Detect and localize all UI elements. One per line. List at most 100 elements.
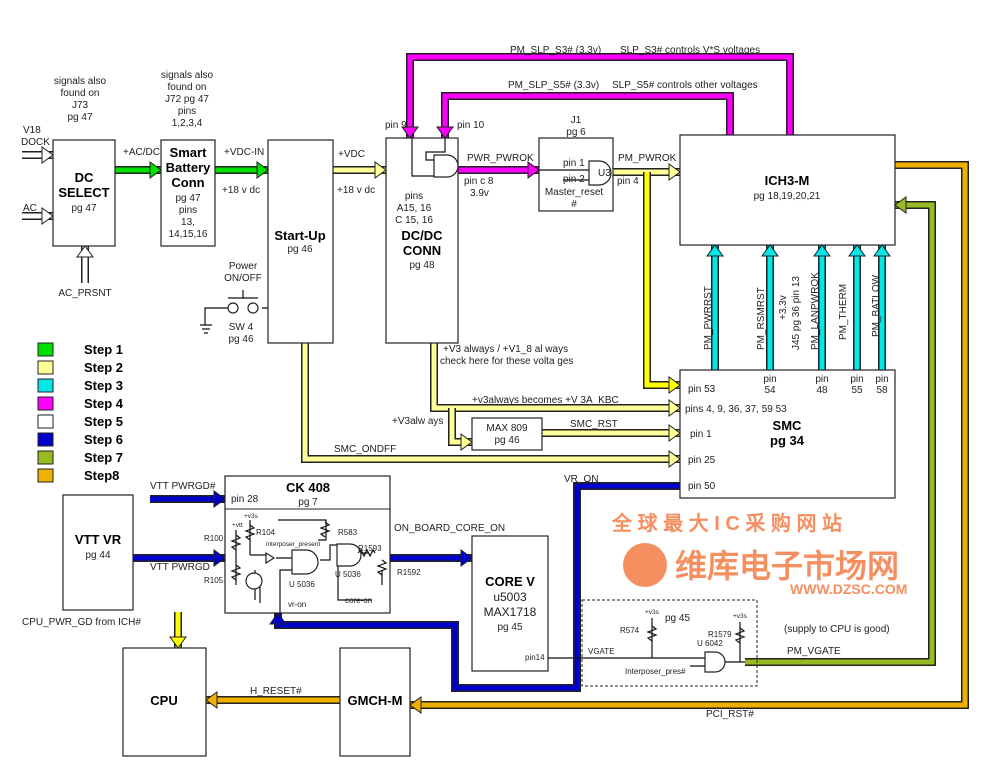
core-on-label: core-on bbox=[345, 596, 372, 605]
vtt-pwrgd-label: VTT PWRGD bbox=[150, 562, 210, 573]
v3always-note: +V3 always / +V1_8 al ways bbox=[443, 344, 568, 355]
core-v-chip: MAX1718 bbox=[484, 605, 537, 619]
cpu-pwr-gd-arrow-arrowhead bbox=[169, 636, 187, 649]
u6042-and-gate-icon bbox=[704, 651, 726, 673]
ich-title: ICH3-M bbox=[765, 173, 810, 188]
legend-swatch bbox=[37, 432, 54, 447]
note-j73: found on bbox=[61, 88, 100, 99]
core-v-block bbox=[471, 535, 549, 672]
pin4-label: pin 4 bbox=[617, 176, 639, 187]
slp-s5-note: SLP_S5# controls other voltages bbox=[612, 80, 758, 91]
dc-select-page: pg 47 bbox=[71, 203, 96, 214]
note-j72: signals also bbox=[161, 70, 214, 81]
h-reset-bus-arrowhead bbox=[205, 691, 218, 709]
note-j73: J73 bbox=[72, 100, 89, 111]
max809-title: MAX 809 bbox=[486, 423, 528, 434]
ich-page: pg 18,19,20,21 bbox=[754, 191, 821, 202]
j1-pin2: pin 2 bbox=[563, 174, 585, 185]
ac-dc-bus-arrowhead bbox=[149, 161, 162, 179]
battery-page: pg 47 bbox=[175, 193, 200, 204]
cyan-signal-1-arrowhead bbox=[761, 244, 779, 257]
ac-prsnt-label: AC_PRSNT bbox=[58, 288, 111, 299]
j1-title: J1 bbox=[571, 115, 582, 126]
ck408-page: pg 7 bbox=[298, 497, 318, 508]
v3always-bus bbox=[431, 343, 680, 411]
r105-label: R105 bbox=[204, 576, 224, 585]
v18-dock-input-arrowhead bbox=[41, 146, 54, 164]
ac-prsnt-input-arrowhead bbox=[76, 245, 94, 258]
startup-block bbox=[267, 139, 334, 344]
dcdc-and-gate-icon bbox=[433, 154, 459, 178]
power-onoff-label: ON/OFF bbox=[224, 273, 262, 284]
resistor-icons bbox=[230, 521, 388, 581]
vr-on-label: VR_ON bbox=[564, 474, 598, 485]
pm-pwrok-label: PM_PWROK bbox=[618, 153, 677, 164]
switch-contact-icon bbox=[227, 302, 239, 314]
vgate-label: VGATE bbox=[588, 647, 615, 656]
pm-rsmrst-label: PM_RSMRST bbox=[756, 287, 767, 350]
smc-page: pg 34 bbox=[770, 433, 805, 448]
slp-s3-bus-arrowhead bbox=[401, 126, 419, 139]
u3-label: U3 bbox=[598, 168, 611, 179]
cyan-signal-4-arrowhead bbox=[873, 244, 891, 257]
gmch-title: GMCH-M bbox=[348, 693, 403, 708]
r104-label: R104 bbox=[256, 528, 276, 537]
watermark-brand: 维库电子市场网 bbox=[675, 548, 899, 584]
ich3m-block bbox=[679, 134, 896, 246]
legend-swatch bbox=[37, 414, 54, 429]
pin10-label: pin 10 bbox=[457, 120, 485, 131]
legend-label: Step 5 bbox=[84, 414, 123, 429]
cpu-pwr-gd-label: CPU_PWR_GD from ICH# bbox=[22, 617, 141, 628]
v3s-label: +v3s bbox=[244, 513, 259, 520]
v3s-label-2: +v3s bbox=[733, 613, 748, 620]
vtt-pwrgd-n-bus-arrowhead bbox=[213, 490, 226, 508]
j1-pin1: pin 1 bbox=[563, 158, 585, 169]
legend-label: Step 3 bbox=[84, 378, 123, 393]
note-j72: J72 pg 47 bbox=[165, 94, 209, 105]
pin48-num: 48 bbox=[816, 385, 828, 396]
vtt-pwrgd-n-label: VTT PWRGD# bbox=[150, 481, 216, 492]
max809-block bbox=[471, 417, 543, 451]
pm-pwrok-to-smc bbox=[644, 172, 680, 388]
smc-onoff-label: SMC_ONDFF bbox=[334, 444, 396, 455]
r100-label: R100 bbox=[204, 534, 224, 543]
pm-therm-label: PM_THERM bbox=[838, 284, 849, 340]
sw4-page: pg 46 bbox=[228, 334, 253, 345]
core-v-page: pg 45 bbox=[497, 622, 522, 633]
slp-s5-bus-arrowhead bbox=[436, 126, 454, 139]
startup-title: Start-Up bbox=[274, 228, 325, 243]
core-v-title: CORE V bbox=[485, 574, 535, 589]
h-reset-label: H_RESET# bbox=[250, 686, 302, 697]
pin58-num: 58 bbox=[876, 385, 888, 396]
dzsc-watermark: 维库电子市场网 WWW.DZSC.COM 全 球 最 大 I C 采 购 网 站 bbox=[611, 511, 907, 597]
watermark-url: WWW.DZSC.COM bbox=[790, 581, 907, 597]
ck408-block bbox=[224, 475, 391, 614]
inverter-icon bbox=[265, 551, 276, 565]
pm-pwrok-to-smc bbox=[643, 172, 680, 389]
smc-rst-label: SMC_RST bbox=[570, 419, 618, 430]
v3kbc-label: +v3always becomes +V 3A_KBC bbox=[472, 395, 619, 406]
vr-on-bus-arrowhead bbox=[269, 612, 287, 625]
vdc-in-label: +VDC-IN bbox=[224, 147, 264, 158]
smc-pins-kbc: pins 4, 9, 36, 37, 59 53 bbox=[685, 404, 787, 415]
pm-pwrrst-label: PM_PWRRST bbox=[703, 286, 714, 350]
smc-pin1: pin 1 bbox=[690, 429, 712, 440]
j1-wires bbox=[539, 169, 589, 181]
startup-page: pg 46 bbox=[287, 244, 312, 255]
power-switch-sw4[interactable] bbox=[200, 290, 268, 334]
v18-label: V18 bbox=[23, 125, 41, 136]
vgate-resistor-icons bbox=[646, 625, 746, 644]
legend-label: Step 6 bbox=[84, 432, 123, 447]
ac-dc-label: +AC/DC bbox=[123, 147, 160, 158]
v3always-bus-arrowhead bbox=[668, 399, 681, 417]
vtt-vr-title: VTT VR bbox=[75, 532, 122, 547]
interposer-present-label: interposer_present bbox=[266, 541, 320, 548]
r583-label: R583 bbox=[338, 528, 358, 537]
v18dc-label-2: +18 v dc bbox=[337, 185, 375, 196]
dcdc-title: DC/DC bbox=[401, 228, 443, 243]
master-reset-label: Master_reset bbox=[545, 187, 604, 198]
vdc-in-bus-arrowhead bbox=[256, 161, 269, 179]
note-j72: found on bbox=[168, 82, 207, 93]
r1579-label: R1579 bbox=[708, 630, 732, 639]
